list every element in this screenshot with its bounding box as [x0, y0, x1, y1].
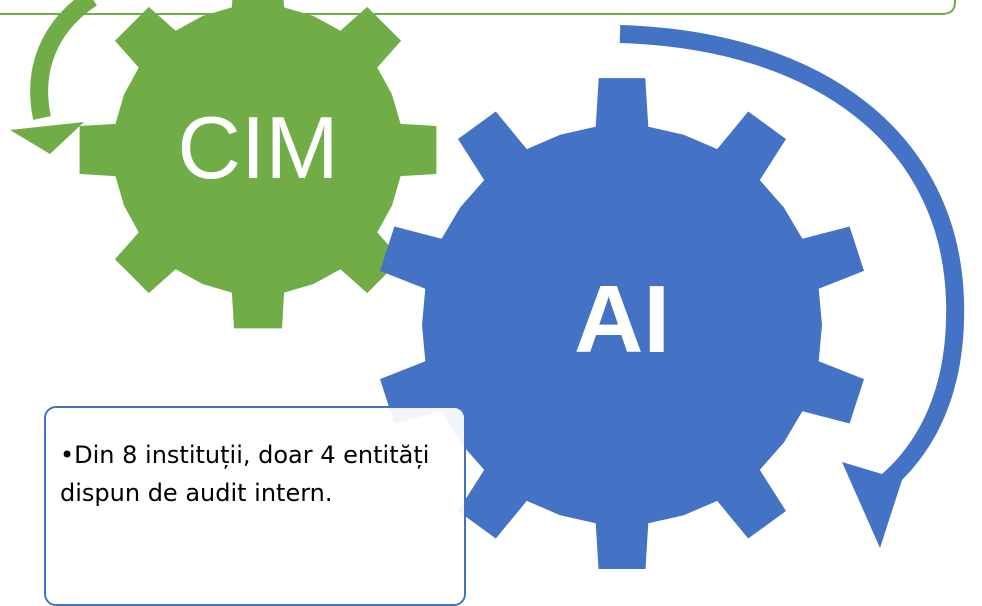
diagram-canvas: CIM AI — [0, 0, 965, 569]
ai-gear: AI — [380, 78, 864, 569]
note-text-box: •Din 8 instituții, doar 4 entități dispu… — [44, 406, 466, 606]
green-curved-arrow — [10, 0, 98, 154]
cim-gear-label: CIM — [177, 98, 338, 197]
note-text: Din 8 instituții, doar 4 entități dispun… — [60, 441, 438, 507]
cim-gear: CIM — [79, 0, 437, 329]
note-bullet: • — [60, 441, 75, 469]
blue-curved-arrow — [619, 25, 965, 548]
ai-gear-label: AI — [574, 266, 670, 373]
top-text-box — [0, 0, 956, 15]
